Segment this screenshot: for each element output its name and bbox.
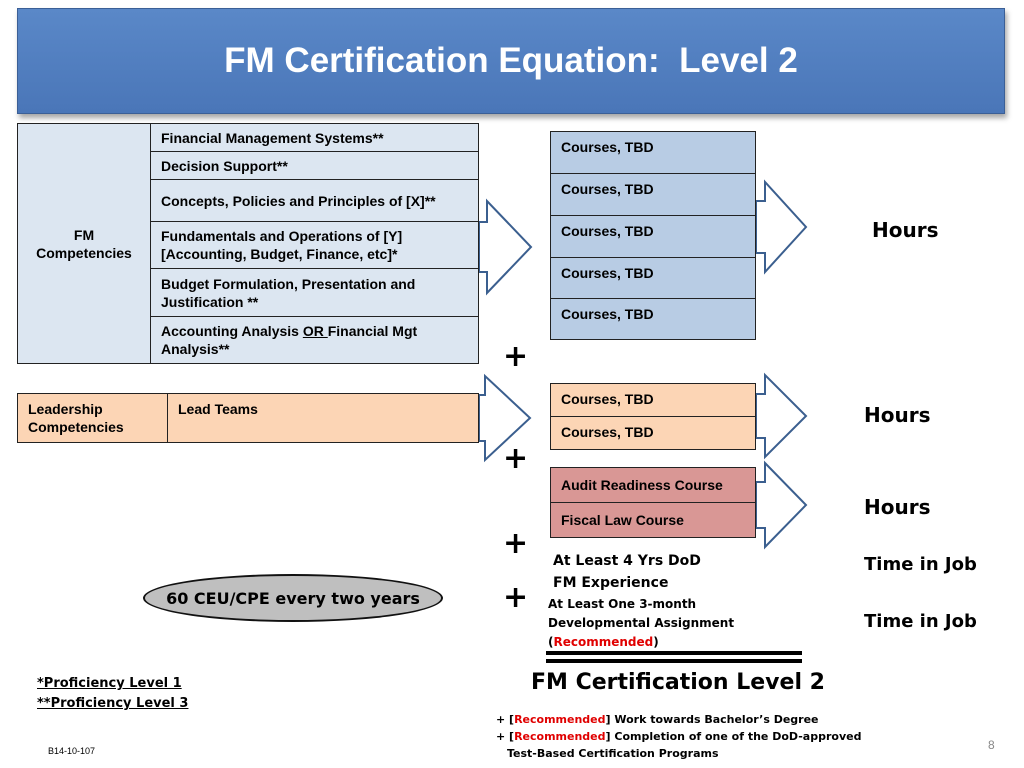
plus-sign: + — [503, 526, 529, 561]
fm-course-cell: Courses, TBD — [550, 257, 756, 299]
assignment-requirement: At Least One 3-month Developmental Assig… — [548, 597, 735, 649]
ceu-requirement-badge: 60 CEU/CPE every two years — [143, 574, 443, 622]
title-banner: FM Certification Equation: Level 2 — [17, 8, 1005, 114]
fm-competency-item: Financial Management Systems** — [150, 123, 479, 152]
recommendation-continuation: Test-Based Certification Programs — [507, 747, 719, 760]
fiscal-law-course: Fiscal Law Course — [550, 502, 756, 538]
leadership-course-cell: Courses, TBD — [550, 383, 756, 417]
fm-competency-item: Budget Formulation, Presentation and Jus… — [150, 268, 479, 317]
experience-time-in-job: Time in Job — [864, 554, 977, 575]
recommendations: + [Recommended] Work towards Bachelor’s … — [496, 711, 861, 762]
leadership-course-cell: Courses, TBD — [550, 416, 756, 450]
fm-label-line2: Competencies — [36, 244, 132, 261]
result-title: FM Certification Level 2 — [531, 670, 825, 695]
assignment-time-in-job: Time in Job — [864, 611, 977, 632]
audit-readiness-course: Audit Readiness Course — [550, 467, 756, 503]
sum-line-bottom — [546, 659, 802, 663]
experience-requirement: At Least 4 Yrs DoD FM Experience — [553, 553, 701, 591]
page-number: 8 — [988, 738, 995, 752]
fm-course-cell: Courses, TBD — [550, 173, 756, 216]
arrow-leadership-courses-to-hours — [755, 372, 808, 460]
plus-sign: + — [503, 441, 529, 476]
leadership-hours-label: Hours — [864, 403, 931, 427]
leadership-competencies-label: Leadership Competencies — [17, 393, 168, 443]
fm-competency-item: Accounting Analysis OR Financial Mgt Ana… — [150, 316, 479, 364]
fm-competency-item: Fundamentals and Operations of [Y] [Acco… — [150, 221, 479, 269]
recommendation-item: + [Recommended] Work towards Bachelor’s … — [496, 713, 819, 726]
arrow-required-to-hours — [755, 460, 808, 550]
page-title: FM Certification Equation: Level 2 — [224, 41, 798, 80]
fm-course-cell: Courses, TBD — [550, 298, 756, 340]
plus-sign: + — [503, 580, 529, 615]
fm-competencies-label: FM Competencies — [17, 123, 151, 364]
arrow-fm-courses-to-hours — [755, 179, 808, 275]
required-hours-label: Hours — [864, 495, 931, 519]
recommendation-item: + [Recommended] Completion of one of the… — [496, 730, 862, 743]
sum-line-top — [546, 651, 802, 655]
fm-course-cell: Courses, TBD — [550, 131, 756, 174]
fm-course-cell: Courses, TBD — [550, 215, 756, 258]
document-id: B14-10-107 — [48, 746, 96, 756]
fm-competency-item: Concepts, Policies and Principles of [X]… — [150, 179, 479, 222]
arrow-leadership-to-courses — [478, 373, 532, 463]
plus-sign: + — [503, 339, 529, 374]
leadership-item: Lead Teams — [167, 393, 479, 443]
fm-label-line1: FM — [73, 226, 95, 243]
arrow-fm-to-courses — [478, 198, 533, 296]
footnotes: *Proficiency Level 1 **Proficiency Level… — [37, 676, 189, 711]
fm-competency-item: Decision Support** — [150, 151, 479, 180]
fm-hours-label: Hours — [872, 218, 939, 242]
